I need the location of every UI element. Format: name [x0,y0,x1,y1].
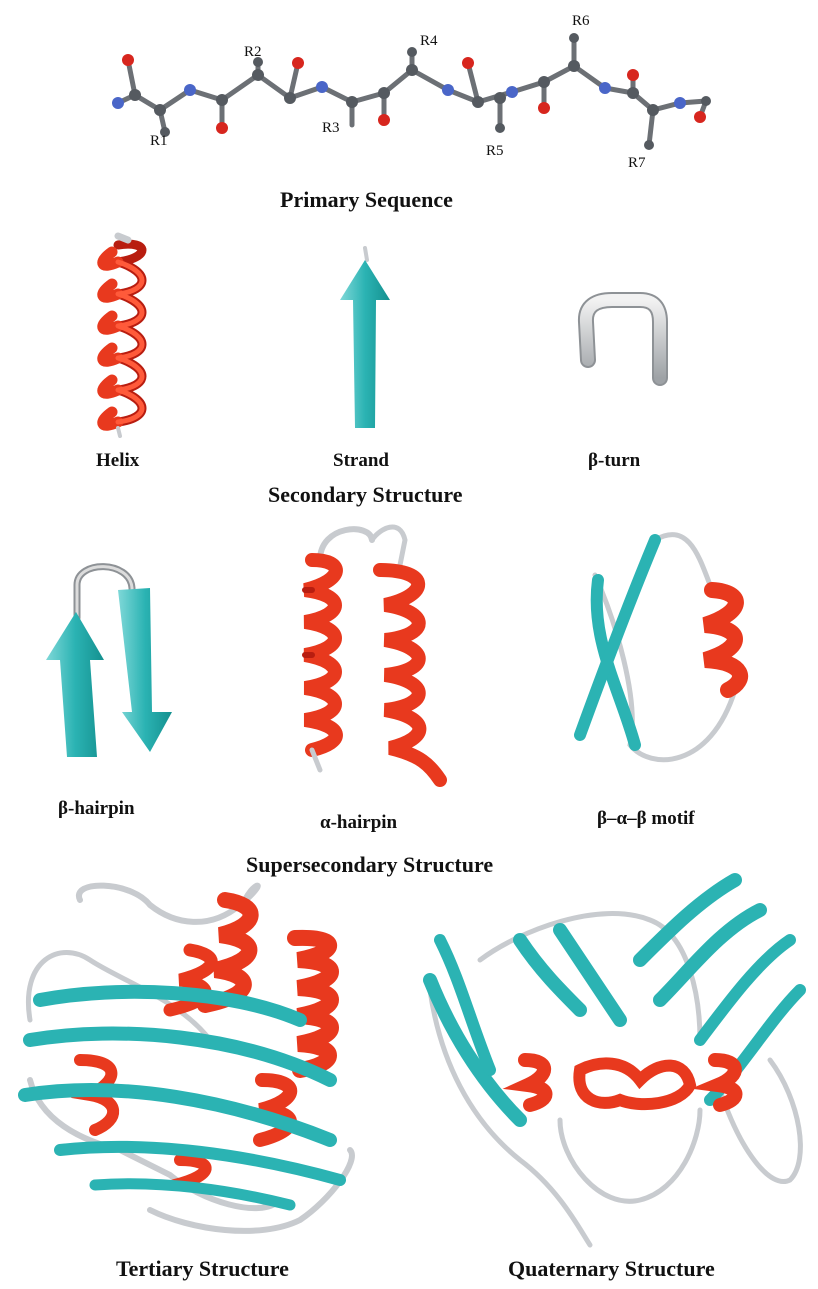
label-beta-alpha-beta-motif: β–α–β motif [597,808,695,830]
residue-label-r1: R1 [150,133,168,150]
label-strand: Strand [333,450,389,472]
alpha-hairpin [305,527,440,780]
label-beta-turn: β-turn [588,450,640,472]
tertiary-structure-ribbon [25,886,352,1231]
beta-hairpin [46,567,172,757]
residue-label-r5: R5 [486,143,504,160]
label-alpha-hairpin: α-hairpin [320,812,397,834]
primary-sequence-title: Primary Sequence [280,187,453,213]
residue-label-r4: R4 [420,33,438,50]
supersecondary-structure-title: Supersecondary Structure [246,852,493,878]
residue-label-r7: R7 [628,155,646,172]
tertiary-structure-title: Tertiary Structure [116,1256,289,1282]
beta-turn-tube [586,300,660,378]
label-helix: Helix [96,450,139,472]
secondary-structure-title: Secondary Structure [268,482,463,508]
residue-label-r6: R6 [572,13,590,30]
label-beta-hairpin: β-hairpin [58,798,135,820]
residue-label-r3: R3 [322,120,340,137]
quaternary-structure-title: Quaternary Structure [508,1256,715,1282]
residue-label-r2: R2 [244,44,262,61]
quaternary-structure-ribbon [430,880,800,1245]
beta-alpha-beta-motif [580,535,740,760]
helix-ribbon [103,236,142,436]
strand-arrow [340,248,390,428]
